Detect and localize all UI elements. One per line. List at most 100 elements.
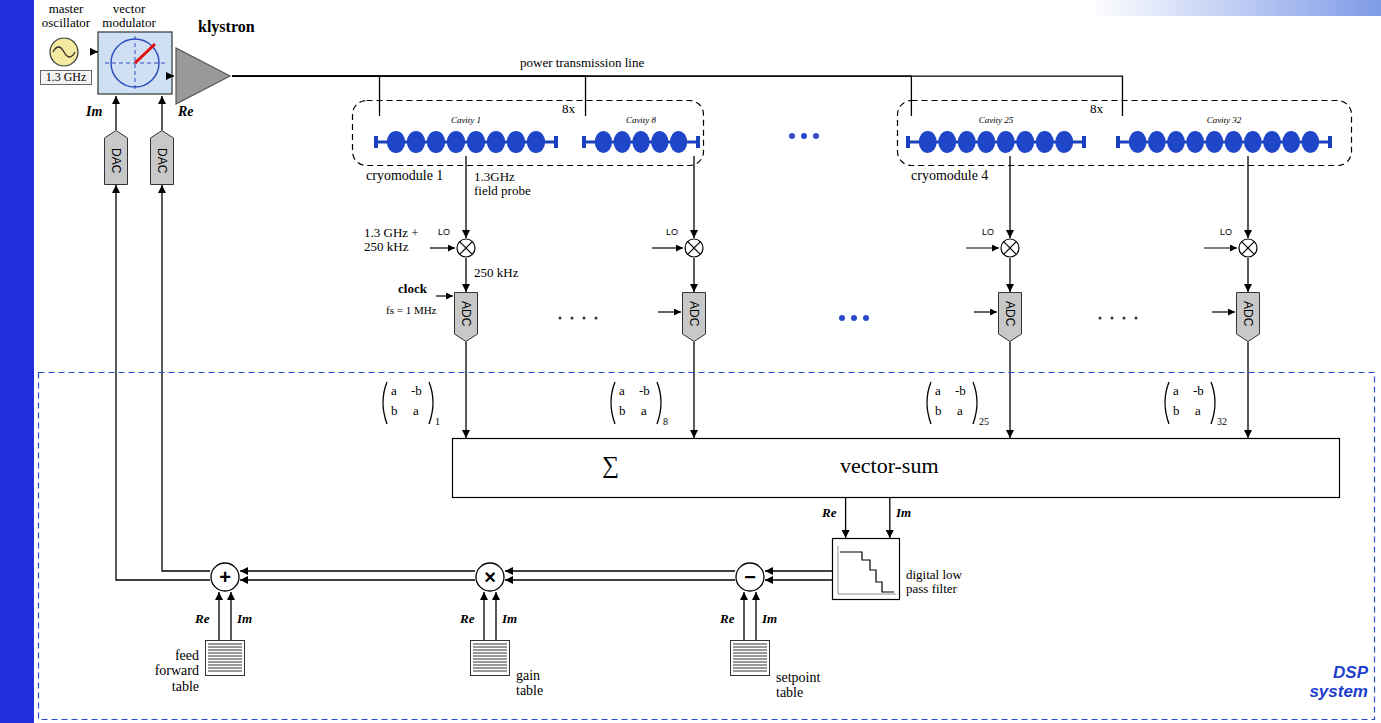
- line-art: [1016, 131, 1034, 153]
- mix-outline: [1001, 239, 1019, 257]
- line-art: [208, 662, 242, 663]
- signal-line: [1009, 342, 1010, 438]
- shape: [832, 538, 900, 600]
- line-art: [733, 647, 767, 648]
- vsum-outline: [453, 439, 1340, 498]
- signal-line: [743, 592, 744, 640]
- circ-outline: [211, 563, 239, 591]
- line-art: [1206, 131, 1224, 153]
- shape: [352, 100, 704, 166]
- line-art: [473, 662, 507, 663]
- line-art: [374, 136, 378, 148]
- node-text: Cavity 25: [906, 116, 1086, 126]
- line-art: [840, 552, 894, 592]
- tab-outline: [731, 641, 770, 676]
- ellipsis-dots: [789, 133, 869, 321]
- signal-line: [172, 75, 174, 76]
- shape: [684, 238, 704, 258]
- line-art: [733, 659, 767, 660]
- node-text: DSP system: [1288, 664, 1368, 701]
- line-art: [688, 242, 701, 255]
- node-text: digital low pass filter: [906, 568, 970, 597]
- line-art: [736, 563, 764, 591]
- line-art: [208, 653, 242, 654]
- adc-outline: [455, 293, 478, 342]
- matrix-entry: -b: [411, 384, 422, 398]
- signal-line: [1009, 156, 1010, 238]
- adc-box: ADC: [682, 292, 706, 342]
- line-art: [595, 131, 612, 153]
- line-art: [527, 131, 545, 153]
- signal-label: fs = 1 MHz: [386, 304, 437, 316]
- signal-label: clock: [398, 282, 427, 296]
- line-art: [863, 315, 869, 321]
- node-text: +: [219, 566, 231, 589]
- line-art: [208, 668, 242, 669]
- line-art: [733, 662, 767, 663]
- line-art: [473, 650, 507, 651]
- line-art: [1135, 317, 1138, 320]
- line-art: [801, 133, 807, 139]
- line-art: [1239, 239, 1257, 257]
- signal-label: 1.3 GHz + 250 kHz: [364, 226, 426, 255]
- line-art: [582, 136, 586, 148]
- signal-line: [765, 579, 832, 580]
- node-text: ∑: [602, 452, 632, 478]
- filt-outline: [833, 539, 900, 600]
- signal-line: [1247, 342, 1248, 438]
- line-art: [1165, 382, 1215, 424]
- signal-line: [232, 76, 586, 116]
- line-art: [733, 644, 767, 645]
- dac-box: DAC: [150, 130, 174, 185]
- line-art: [977, 131, 995, 153]
- cavity: Cavity 32: [1116, 116, 1332, 156]
- region-outline: [898, 101, 1352, 166]
- signal-label: Im: [86, 104, 102, 119]
- node-text: cryomodule 4: [911, 168, 1021, 183]
- signal-label: 250 kHz: [474, 266, 518, 280]
- line-art: [507, 131, 525, 153]
- node-text: ADC: [1241, 301, 1255, 326]
- shape: [1000, 238, 1020, 258]
- add-node: +: [210, 562, 240, 592]
- signal-line: [96, 51, 98, 52]
- node-text: DAC: [109, 148, 123, 173]
- mixer: LO: [456, 238, 476, 258]
- signal-line: [465, 342, 466, 438]
- circ-outline: [736, 563, 764, 591]
- line-art: [473, 653, 507, 654]
- mix-outline: [457, 239, 475, 257]
- node-text: vector modulator: [98, 2, 160, 31]
- matrix-entry: 1: [435, 416, 440, 427]
- klystron-symbol: [176, 48, 230, 104]
- line-art: [1055, 131, 1073, 153]
- node-text: LO: [438, 228, 454, 238]
- line-art: [151, 131, 174, 185]
- line-art: [583, 317, 586, 320]
- signal-line: [232, 76, 1122, 116]
- signal-label: Im: [896, 506, 911, 520]
- signal-line: [495, 592, 496, 640]
- matrix-entry: 25: [979, 416, 989, 427]
- signal-line: [483, 592, 484, 640]
- mix-outline: [1239, 239, 1257, 257]
- node-text: Cavity 1: [374, 116, 558, 126]
- filter-box: digital low pass filter: [832, 538, 900, 600]
- adc-box: ADC: [998, 292, 1022, 342]
- line-art: [966, 247, 999, 248]
- matrix-entry: 32: [1217, 416, 1227, 427]
- line-art: [436, 295, 453, 296]
- subtract-node: −: [735, 562, 765, 592]
- line-art: [1302, 131, 1320, 153]
- line-art: [1186, 131, 1204, 153]
- vector-sum-box: ∑ vector-sum: [452, 438, 1340, 498]
- line-art: [473, 665, 507, 666]
- line-art: [1099, 317, 1102, 320]
- tab-outline: [206, 641, 245, 676]
- matrix-entry: -b: [955, 384, 966, 398]
- signal-line: [116, 185, 210, 580]
- node-text: vector-sum: [840, 454, 980, 478]
- line-art: [383, 382, 433, 424]
- matrix-entry: a: [641, 404, 647, 418]
- line-art: [833, 539, 900, 600]
